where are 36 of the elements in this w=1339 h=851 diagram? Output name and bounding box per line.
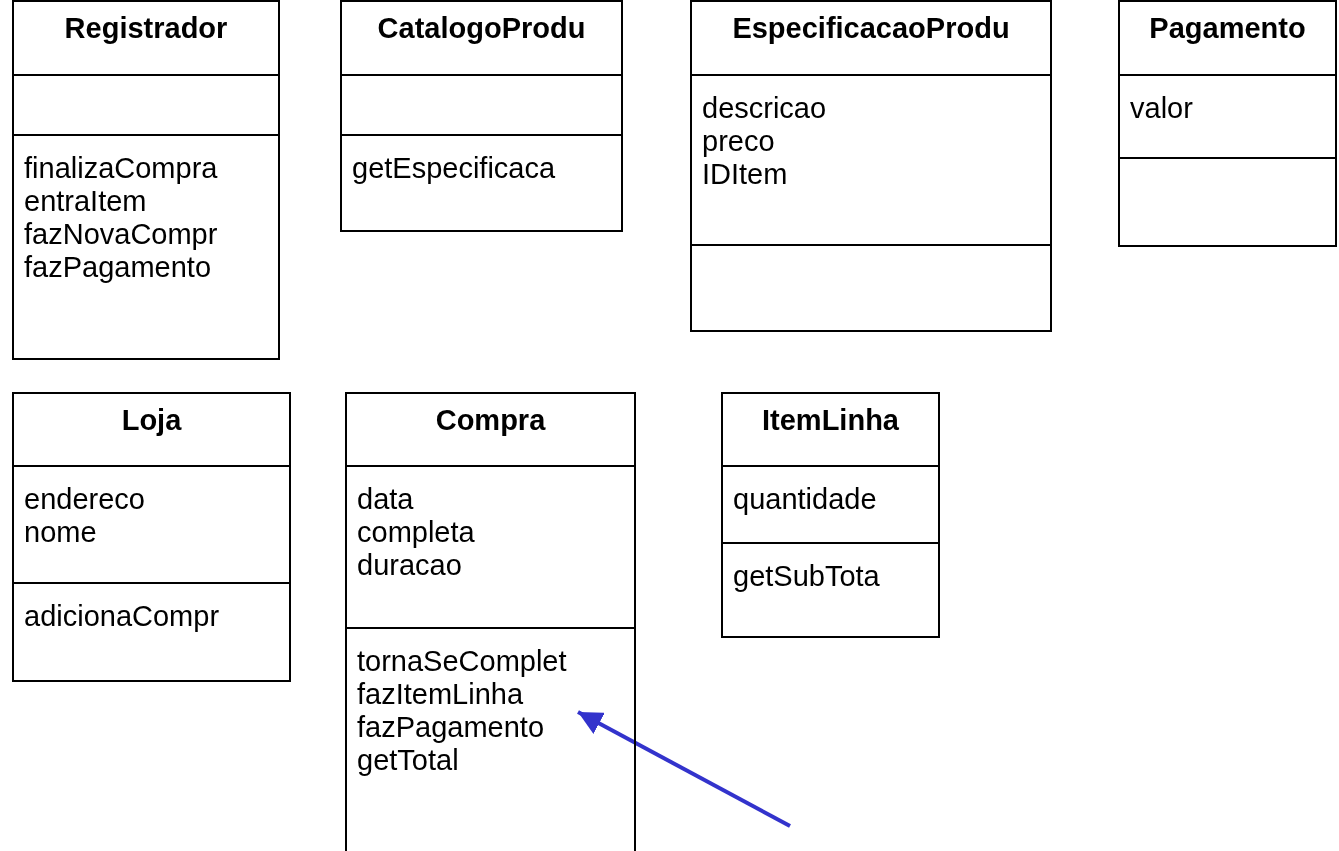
- method-name: fazPagamento: [357, 711, 544, 744]
- method-name: adicionaCompr: [24, 600, 220, 633]
- class-name: CatalogoProdu: [377, 12, 586, 45]
- attribute-name: data: [357, 483, 414, 516]
- class-box: [340, 0, 623, 232]
- class-box: [721, 392, 940, 638]
- class-name: Loja: [121, 404, 182, 437]
- method-name: getEspecificaca: [352, 152, 556, 185]
- method-name: fazItemLinha: [357, 678, 524, 711]
- class-box: [12, 392, 291, 682]
- attribute-name: nome: [24, 516, 97, 549]
- class-name: ItemLinha: [762, 404, 899, 437]
- class-box: [690, 0, 1052, 332]
- class-box: [345, 392, 636, 851]
- attribute-name: preco: [702, 125, 775, 158]
- attribute-name: duracao: [357, 549, 462, 582]
- attribute-name: quantidade: [733, 483, 877, 516]
- class-box: [1118, 0, 1337, 247]
- attribute-name: completa: [357, 516, 475, 549]
- arrow: [577, 710, 791, 828]
- method-name: tornaSeComplet: [357, 645, 567, 678]
- method-name: fazPagamento: [24, 251, 211, 284]
- class-name: Compra: [435, 404, 546, 437]
- class-name: Pagamento: [1149, 12, 1306, 45]
- method-name: getTotal: [357, 744, 459, 777]
- class-name: EspecificacaoProdu: [732, 12, 1010, 45]
- method-name: getSubTota: [733, 560, 880, 593]
- attribute-name: valor: [1130, 92, 1193, 125]
- class-name: Registrador: [64, 12, 228, 45]
- class-box: [12, 0, 280, 360]
- attribute-name: descricao: [702, 92, 827, 125]
- method-name: entraItem: [24, 185, 147, 218]
- attribute-name: IDItem: [702, 158, 788, 191]
- method-name: fazNovaCompr: [24, 218, 218, 251]
- method-name: finalizaCompra: [24, 152, 218, 185]
- attribute-name: endereco: [24, 483, 145, 516]
